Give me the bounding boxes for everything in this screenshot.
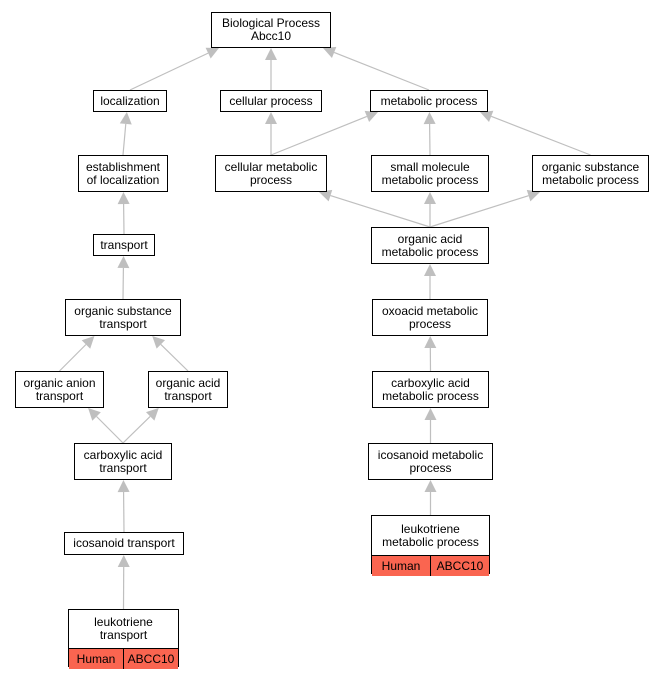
node-organic-substance-transport[interactable]: organic substance transport <box>65 299 181 336</box>
node-organic-acid-transport[interactable]: organic acid transport <box>148 371 228 408</box>
node-icosanoid-transport[interactable]: icosanoid transport <box>64 532 184 555</box>
edge-line <box>333 51 430 91</box>
edge-line <box>160 343 189 372</box>
edge-arrowhead <box>424 336 437 349</box>
edge-arrowhead <box>265 112 277 124</box>
edge-line <box>96 416 124 444</box>
node-leukotriene-transport[interactable]: leukotriene transport Human ABCC10 <box>68 609 179 669</box>
edge-line <box>490 115 591 156</box>
edge-arrowhead <box>424 480 437 492</box>
node-cellular-process[interactable]: cellular process <box>220 90 322 112</box>
edge-arrowhead <box>88 408 101 421</box>
edge-arrowhead <box>424 192 436 204</box>
node-carboxylic-acid-transport[interactable]: carboxylic acid transport <box>74 443 172 480</box>
edge-arrowhead <box>145 408 159 421</box>
node-transport[interactable]: transport <box>93 234 155 256</box>
edge-line <box>59 344 87 372</box>
edge-arrowhead <box>364 110 378 123</box>
edge-arrowhead <box>424 408 437 420</box>
leukotriene-metabolic-process-label: leukotriene metabolic process <box>382 521 479 549</box>
edge-arrowhead <box>117 192 130 205</box>
edge-arrowhead <box>265 48 277 60</box>
edge-arrowhead <box>423 112 436 125</box>
node-icosanoid-metabolic-process[interactable]: icosanoid metabolic process <box>368 443 493 480</box>
edge-arrowhead <box>424 264 436 276</box>
edge-line <box>330 195 431 228</box>
edge-line <box>429 195 529 228</box>
edge-arrowhead <box>117 256 130 269</box>
annotation-row: Human ABCC10 <box>69 648 178 669</box>
edge-line <box>129 52 209 91</box>
node-oxoacid-metabolic-process[interactable]: oxoacid metabolic process <box>372 299 488 336</box>
gene-badge: ABCC10 <box>430 556 489 576</box>
node-organic-anion-transport[interactable]: organic anion transport <box>15 371 104 408</box>
edge-arrowhead <box>319 189 333 202</box>
species-badge: Human <box>69 649 123 669</box>
node-cellular-metabolic-process[interactable]: cellular metabolic process <box>215 155 327 192</box>
edge-arrowhead <box>119 112 132 125</box>
node-carboxylic-acid-metabolic-process[interactable]: carboxylic acid metabolic process <box>372 371 489 408</box>
leukotriene-transport-label: leukotriene transport <box>94 615 153 642</box>
edge-arrowhead <box>117 555 130 568</box>
node-establishment-of-localization[interactable]: establishment of localization <box>78 155 168 192</box>
edge-arrowhead <box>205 47 219 59</box>
edge-line <box>122 123 127 156</box>
edge-arrowhead <box>480 110 494 122</box>
node-leukotriene-metabolic-process[interactable]: leukotriene metabolic process Human ABCC… <box>371 515 490 576</box>
node-biological-process-root[interactable]: Biological Process Abcc10 <box>211 12 331 48</box>
node-organic-acid-metabolic-process[interactable]: organic acid metabolic process <box>371 227 489 264</box>
edge-arrowhead <box>81 336 95 349</box>
node-metabolic-process[interactable]: metabolic process <box>370 90 488 112</box>
node-localization[interactable]: localization <box>93 90 167 112</box>
edge-arrowhead <box>117 480 130 493</box>
edge-line <box>270 115 368 156</box>
gene-badge: ABCC10 <box>123 649 178 669</box>
edge-arrowhead <box>323 46 337 58</box>
node-organic-substance-metabolic-process[interactable]: organic substance metabolic process <box>532 155 649 192</box>
edge-line <box>122 415 151 444</box>
species-badge: Human <box>372 556 430 576</box>
edge-arrowhead <box>526 189 540 202</box>
annotation-row: Human ABCC10 <box>372 555 489 576</box>
edge-arrowhead <box>152 336 166 349</box>
node-small-molecule-metabolic-process[interactable]: small molecule metabolic process <box>371 155 489 192</box>
